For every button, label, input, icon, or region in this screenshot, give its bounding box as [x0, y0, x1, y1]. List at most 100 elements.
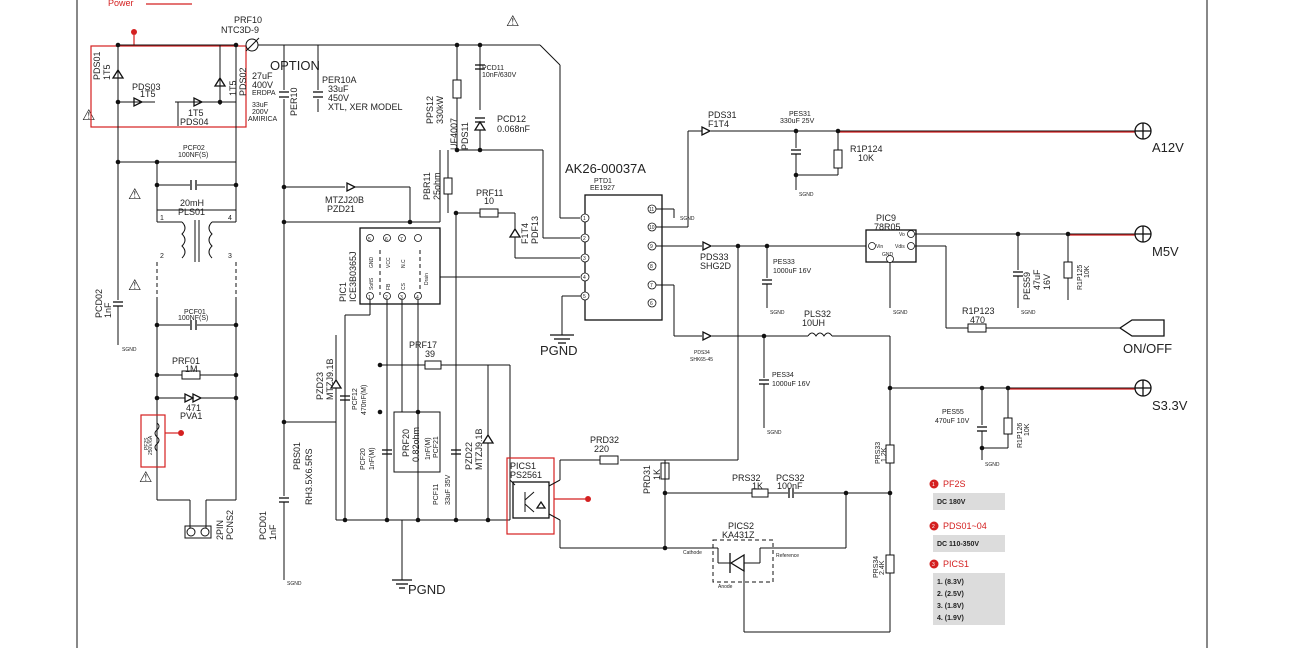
value-prf01: 1M: [185, 364, 198, 374]
note-marker-1: [929, 479, 939, 489]
label-prs32: PRS32: [732, 473, 761, 483]
pin-fb: FB: [386, 283, 392, 290]
value-pcf01: 100NF(S): [178, 315, 208, 322]
label-pds04: PDS04: [180, 117, 209, 127]
diode-pds34: [702, 330, 713, 342]
output-5v-section: PDS33 SHG2D PES33 1000uF 16V SGND PIC9 7…: [656, 213, 1179, 460]
note-box-3: [933, 573, 1005, 625]
label-pcs32: PCS32: [776, 473, 805, 483]
pin-gnd: GND: [882, 252, 894, 258]
marker-2: [131, 29, 137, 35]
label-fuse: PF2S: [144, 437, 150, 450]
value-pbr11: 25ohm: [432, 172, 442, 200]
note-title-2: PDS01~04: [943, 521, 987, 531]
label-pds33: PDS33: [700, 252, 729, 262]
label-pcf02: PCF02: [183, 145, 205, 152]
pin-1: 1: [160, 215, 164, 222]
value-pes31: 330uF 25V: [780, 118, 815, 125]
label-prf11: PRF11: [476, 188, 503, 198]
pin-num: 7: [400, 237, 403, 243]
label-pva1: PVA1: [180, 411, 202, 421]
value-pds02: 1T5: [228, 80, 238, 96]
label-prf01: PRF01: [172, 356, 200, 366]
zener-pzd21: [346, 181, 357, 193]
resistor-prf11: [479, 208, 499, 218]
pin-num: 3: [400, 295, 403, 301]
pin-cs: CS: [401, 282, 407, 290]
label-pds03: PDS03: [132, 82, 161, 92]
label-prs34: PRS34: [873, 556, 880, 578]
value-prs34: 2.4K: [879, 560, 886, 575]
diode-pdf13: [508, 227, 522, 238]
label-pds11: PDS11: [460, 122, 470, 150]
warning-icon: ⚠: [506, 13, 519, 30]
choke-coil-left: [181, 221, 186, 259]
pin-num: 9: [650, 244, 653, 250]
value-pva1: 471: [186, 403, 201, 413]
label-prf20: PRF20: [401, 429, 411, 457]
fuse-highlight-box: [140, 414, 166, 468]
value-rh3: RH3.5X6.5RS: [304, 448, 314, 505]
output-12v-section: PDS31 F1T4 PES31 330uF 25V R1P124 10K SG…: [656, 110, 1184, 228]
note-marker-num: 2: [932, 524, 935, 530]
connector-pcns2: [184, 525, 212, 539]
label-r1p126: R1P126: [1017, 423, 1024, 448]
pin-num: 6: [385, 237, 388, 243]
label-prs33: PRS33: [875, 442, 882, 464]
label-cathode: Cathode: [683, 550, 702, 556]
value-inductor: 20mH: [180, 198, 204, 208]
optocoupler-highlight-box: [506, 457, 555, 535]
warning-icon: ⚠: [82, 107, 95, 124]
label-per10a: PER10A: [322, 75, 357, 85]
value-pcf12: 470nF(M): [361, 385, 368, 415]
value-pes55: 470uF 10V: [935, 418, 970, 425]
label-pcd02: PCD02: [94, 289, 104, 318]
note-marker-num: 1: [932, 482, 935, 488]
label-pes31: PES31: [789, 111, 811, 118]
note-line-3-4: 4. (1.9V): [937, 615, 964, 622]
diode-pds11: [473, 120, 487, 131]
note-title-3: PICS1: [943, 559, 969, 569]
value-prd31: 1K: [652, 469, 662, 480]
value-cap200: 200V: [252, 109, 269, 116]
label-pbs01: PBS01: [292, 442, 302, 470]
pin-num: 11: [649, 207, 654, 213]
label-pic1: PIC1: [338, 282, 348, 302]
pin-2: 2: [160, 253, 164, 260]
value-pcd02: 1nF: [103, 302, 113, 318]
note-line-3-1: 1. (8.3V): [937, 579, 964, 586]
label-ptd1: PTD1: [594, 178, 612, 185]
value-pds04: 1T5: [188, 108, 204, 118]
diode-pds31: [701, 125, 712, 137]
value-fuse: 250V/6A: [148, 435, 154, 455]
value-r1p123: 470: [970, 315, 985, 325]
wire: [539, 44, 561, 66]
value-pic1: ICE3B0365J: [348, 251, 358, 302]
value-pds01: 1T5: [102, 64, 112, 80]
label-r1p125: R1P125: [1077, 265, 1084, 290]
pin-vo: Vo: [899, 232, 905, 238]
value-pds31: F1T4: [708, 119, 729, 129]
value-r1p125: 10K: [1084, 265, 1091, 278]
label-pcf11: PCF11: [433, 484, 440, 505]
label-transformer: AK26-00037A: [565, 161, 646, 176]
label-m5v: M5V: [1152, 244, 1179, 259]
zener-pzd22: [481, 433, 495, 444]
label-prd32: PRD32: [590, 435, 619, 445]
value-prs33: 1.2K: [881, 447, 888, 462]
label-a12v: A12V: [1152, 140, 1184, 155]
pin-nc: N.C: [401, 259, 407, 268]
gnd-label: SGND: [122, 347, 137, 353]
pin-vcc: VCC: [386, 257, 392, 268]
pin-num: 1: [583, 216, 586, 222]
warning-icon: ⚠: [139, 469, 152, 486]
pin-vin: Vin: [876, 244, 883, 250]
pin-num: 2: [583, 236, 586, 242]
pin-num: 2: [385, 295, 388, 301]
resistor-prd32: [599, 455, 619, 465]
diode-pds33: [702, 240, 713, 252]
pin-num: 5: [583, 294, 586, 300]
note-title-1: PF2S: [943, 479, 966, 489]
label-pds01: PDS01: [92, 51, 102, 80]
value-pics1: PS2561: [510, 470, 542, 480]
